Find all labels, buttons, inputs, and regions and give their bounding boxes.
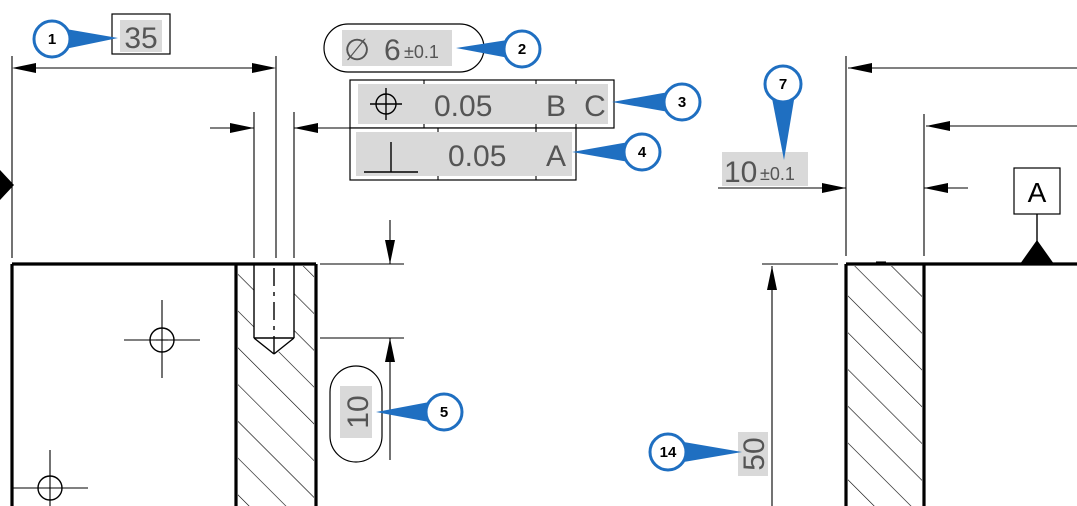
right-extension-lines bbox=[845, 56, 1077, 256]
balloon-14-label: 14 bbox=[660, 444, 677, 461]
fcf-position: 0.05 B C bbox=[349, 79, 615, 129]
datum-target-marker bbox=[0, 170, 14, 200]
fcf-perpendicularity-datum-a: A bbox=[546, 140, 566, 173]
datum-a-symbol: A bbox=[1013, 167, 1061, 264]
dimension-50-text: 50 bbox=[738, 437, 771, 470]
dimension-35-text: 35 bbox=[124, 22, 157, 55]
balloon-4-label: 4 bbox=[638, 144, 647, 161]
left-part-outline bbox=[10, 262, 318, 506]
balloon-1-label: 1 bbox=[48, 31, 56, 48]
perpendicularity-icon bbox=[364, 142, 418, 173]
hole-diameter-callout: ∅ 6 ±0.1 bbox=[323, 23, 485, 73]
dimension-depth-10: 10 bbox=[320, 220, 404, 463]
balloon-14[interactable]: 14 bbox=[648, 432, 742, 472]
wall-tolerance-text: ±0.1 bbox=[760, 164, 795, 184]
balloon-7-label: 7 bbox=[779, 76, 787, 93]
fcf-perpendicularity-tolerance: 0.05 bbox=[448, 140, 506, 173]
balloon-7[interactable]: 7 bbox=[763, 64, 803, 160]
right-part-outline bbox=[844, 261, 1077, 506]
datum-a-label: A bbox=[1028, 177, 1047, 208]
fcf-position-datum-b: B bbox=[546, 90, 566, 123]
hole-tolerance-text: ±0.1 bbox=[404, 42, 439, 62]
fcf-position-tolerance: 0.05 bbox=[434, 90, 492, 123]
position-icon bbox=[370, 88, 402, 120]
balloon-3[interactable]: 3 bbox=[612, 82, 702, 122]
fcf-position-datum-c: C bbox=[584, 90, 606, 123]
depth-10-text: 10 bbox=[342, 395, 375, 428]
dimension-wall-10: 10 ±0.1 bbox=[718, 152, 968, 193]
tapped-hole bbox=[253, 264, 295, 356]
dimension-35: 35 bbox=[11, 13, 276, 258]
diameter-icon: ∅ bbox=[344, 34, 370, 67]
wall-nominal-text: 10 bbox=[724, 156, 757, 189]
balloon-3-label: 3 bbox=[678, 94, 686, 111]
hole-extension-lines bbox=[253, 56, 295, 258]
left-section-hatch bbox=[238, 266, 314, 506]
balloon-4[interactable]: 4 bbox=[572, 132, 662, 172]
fcf-perpendicularity: 0.05 A bbox=[349, 127, 577, 181]
balloon-5-label: 5 bbox=[440, 404, 448, 421]
hole-width-dimension bbox=[210, 123, 350, 133]
dimension-50: 50 bbox=[738, 263, 838, 506]
balloon-1[interactable]: 1 bbox=[32, 19, 118, 59]
hole-nominal-text: 6 bbox=[384, 34, 401, 67]
center-mark-upper bbox=[124, 300, 200, 378]
balloon-2[interactable]: 2 bbox=[456, 29, 542, 69]
balloon-5[interactable]: 5 bbox=[376, 392, 464, 432]
balloon-2-label: 2 bbox=[518, 41, 526, 58]
center-mark-lower bbox=[12, 450, 88, 506]
